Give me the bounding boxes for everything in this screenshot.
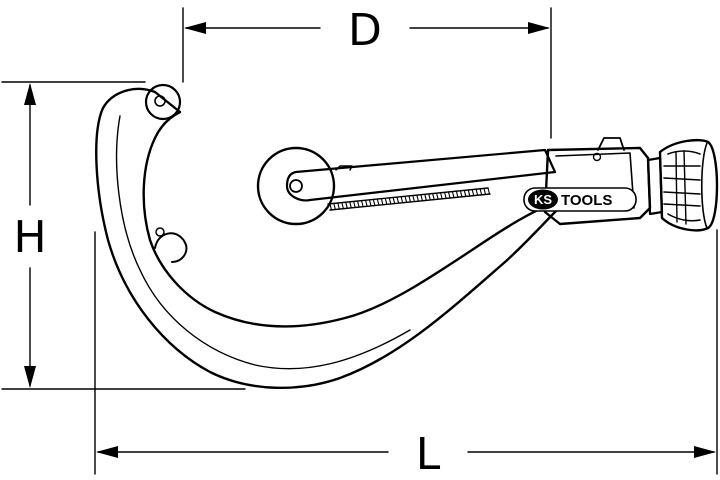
handle-housing <box>543 137 652 226</box>
rack-tooth <box>487 187 491 195</box>
dimension-d-label: D <box>348 5 382 56</box>
rack-tooth <box>471 189 475 196</box>
top-guide-roller <box>144 83 182 121</box>
rack-tooth <box>408 195 412 203</box>
rack-tooth <box>440 192 443 199</box>
rack-tooth <box>329 203 333 211</box>
rack-tooth <box>345 202 348 209</box>
rack-tooth <box>361 200 364 207</box>
rack-tooth <box>479 188 483 195</box>
dimension-h-label: H <box>13 212 46 263</box>
dimension-d-arrow-left <box>184 22 206 34</box>
brand-suffix: TOOLS <box>561 192 612 209</box>
sliding-rack <box>285 148 557 211</box>
rack-tooth <box>475 189 479 196</box>
cutter-frame <box>95 87 562 389</box>
rack-tooth <box>333 203 336 210</box>
rack-tooth <box>420 194 423 201</box>
rack-tooth <box>463 190 467 197</box>
lower-guide-roller <box>154 227 188 263</box>
pipe-cutter: KS TOOLS <box>95 83 719 389</box>
rack-tooth <box>432 193 435 200</box>
rack-tooth <box>341 202 344 209</box>
rack-tooth <box>384 198 388 205</box>
brand-prefix: KS <box>534 192 552 207</box>
adjustment-knob[interactable] <box>646 138 719 232</box>
rack-tooth <box>365 200 368 207</box>
rack-tooth <box>412 195 415 202</box>
rack-tooth <box>483 188 487 195</box>
rack-tooth <box>467 189 471 197</box>
rack-tooth <box>444 192 447 199</box>
dimension-d-arrow-right <box>528 22 550 34</box>
rack-tooth <box>349 201 352 209</box>
rack-tooth <box>396 197 400 204</box>
dimension-l-arrow-left <box>96 446 118 458</box>
dimension-l-arrow-right <box>694 446 716 458</box>
rack-tooth <box>451 191 455 198</box>
rack-tooth <box>368 199 372 207</box>
rack-teeth <box>329 187 491 211</box>
rack-tooth <box>459 190 463 197</box>
rack-tooth <box>416 195 419 202</box>
rack-tooth <box>353 201 356 208</box>
rack-tooth <box>424 194 427 201</box>
dimension-l-label: L <box>416 429 441 480</box>
rack-tooth <box>392 197 396 204</box>
dimension-h-arrow-bottom <box>24 366 36 388</box>
rack-tooth <box>428 193 431 201</box>
dimension-d: D <box>182 5 552 139</box>
rack-tooth <box>388 197 392 205</box>
rack-tooth <box>447 191 451 199</box>
rack-tooth <box>400 196 404 203</box>
dimension-h: H <box>1 81 246 390</box>
dimension-l: L <box>94 229 718 480</box>
ks-tools-logo: KS TOOLS <box>523 187 637 212</box>
rack-tooth <box>455 191 459 198</box>
rack-tooth <box>372 199 376 206</box>
rack-tooth <box>436 193 439 200</box>
rack-tooth <box>376 199 380 206</box>
rack-tooth <box>404 196 408 203</box>
rack-tooth <box>357 201 360 208</box>
rack-tooth <box>380 198 384 205</box>
frame-inner-contour <box>115 115 411 370</box>
cutting-wheel <box>256 146 336 226</box>
rack-tooth <box>337 203 340 210</box>
dimension-h-arrow-top <box>24 83 36 105</box>
